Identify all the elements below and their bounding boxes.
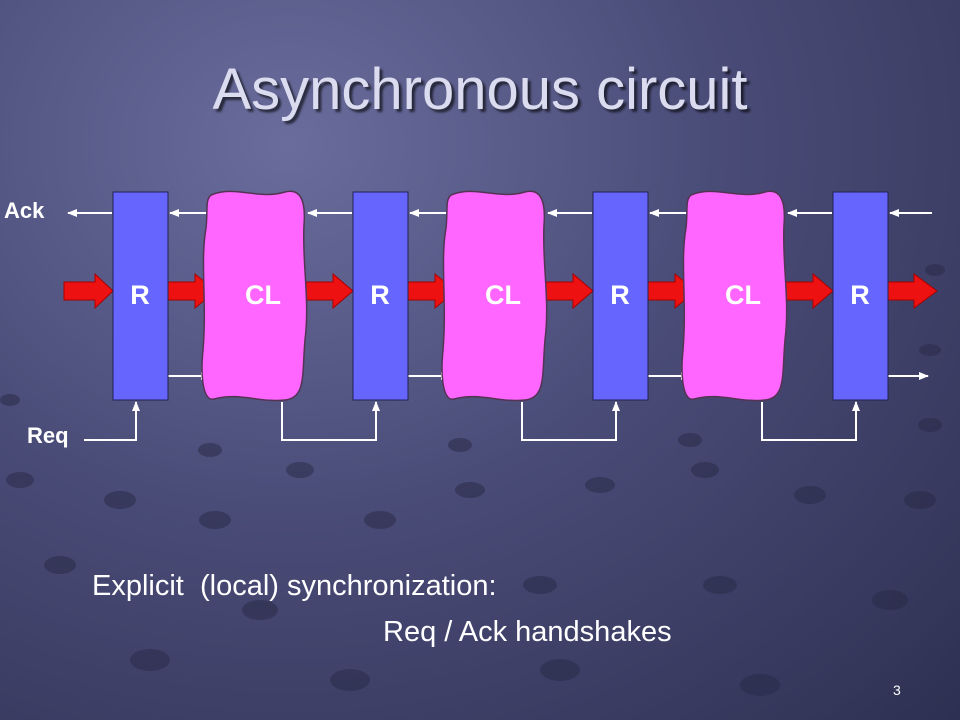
register-3-label: R (610, 280, 630, 310)
register-4-label: R (850, 280, 870, 310)
register-2 (352, 191, 409, 401)
ack-label: Ack (4, 198, 45, 223)
slide-title: Asynchronous circuit (212, 57, 748, 122)
logic-block-3 (681, 190, 788, 402)
caption-line-1: Explicit (local) synchronization: (92, 570, 497, 602)
caption-line-2: Req / Ack handshakes (383, 616, 672, 648)
register-1-label: R (130, 280, 150, 310)
register-4 (832, 191, 889, 401)
register-1 (112, 191, 169, 401)
logic-blocks (201, 190, 788, 402)
logic-block-2 (441, 190, 548, 402)
req-label: Req (27, 423, 69, 448)
register-3 (592, 191, 649, 401)
data-arrow-in (63, 272, 114, 310)
req-wires (84, 372, 929, 441)
logic-block-1 (201, 190, 308, 402)
page-number: 3 (893, 682, 901, 698)
data-arrow-out (887, 273, 938, 309)
data-arrow-6 (785, 272, 834, 310)
register-2-label: R (370, 280, 390, 310)
data-arrow-4 (545, 272, 594, 310)
data-arrow-2 (305, 272, 354, 310)
logic-block-3-label: CL (725, 280, 761, 310)
logic-block-2-label: CL (485, 280, 521, 310)
logic-block-1-label: CL (245, 280, 281, 310)
registers (112, 191, 889, 401)
